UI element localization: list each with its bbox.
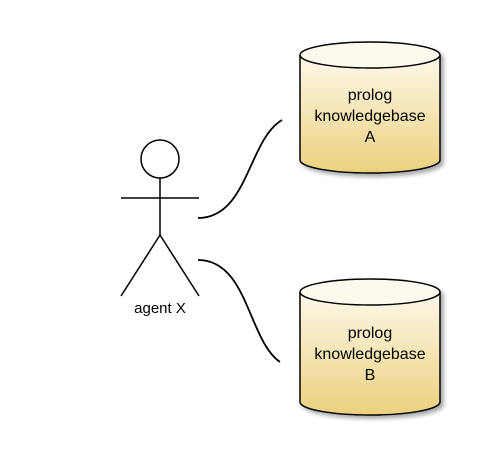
database-kb-b[interactable] (299, 278, 441, 416)
db-b-label-line1: prolog (348, 325, 392, 342)
database-kb-a[interactable] (299, 41, 441, 174)
db-a-label-line2: knowledgebase (314, 108, 425, 125)
db-a-top (299, 41, 441, 69)
actor-head (140, 139, 180, 179)
actor-agent-x[interactable]: agent X (120, 139, 200, 317)
actor-right-leg (159, 234, 200, 297)
db-a-label-line3: A (365, 129, 376, 146)
db-b-label-line3: B (365, 367, 376, 384)
actor-left-leg (120, 234, 161, 297)
connector-to-kb-a (197, 119, 283, 219)
db-b-top (299, 278, 441, 306)
actor-label: agent X (134, 300, 186, 317)
db-b-label-line2: knowledgebase (314, 346, 425, 363)
db-a-body (299, 55, 441, 174)
db-a-label-line1: prolog (348, 87, 392, 104)
connector-to-kb-b (197, 259, 281, 363)
db-b-body (299, 292, 441, 416)
